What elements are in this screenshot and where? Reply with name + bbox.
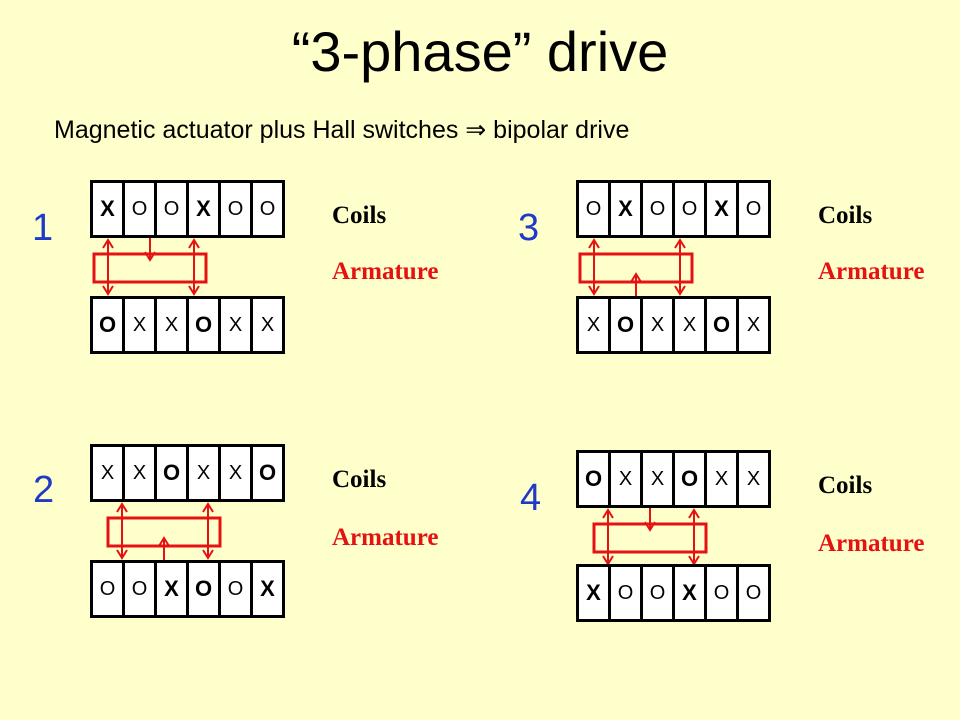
armature-diagram (106, 502, 222, 560)
coil-cell: O (579, 183, 611, 235)
arrow-head (674, 285, 686, 296)
arrow-head (202, 549, 214, 560)
armature-diagram (578, 238, 694, 296)
coil-cell: X (221, 299, 253, 351)
coil-cell: O (579, 453, 611, 505)
arrow-head (158, 536, 170, 547)
coil-cell: X (221, 447, 253, 499)
coil-cell: X (643, 453, 675, 505)
coil-cell: X (675, 567, 707, 619)
arrow-head (102, 285, 114, 296)
arrow-head (202, 502, 214, 513)
coil-cell: O (707, 299, 739, 351)
arrow-head (116, 502, 128, 513)
coils-label: Coils (818, 202, 873, 229)
coil-cell: X (125, 299, 157, 351)
panel-number: 2 (33, 469, 55, 511)
coil-cell: O (221, 563, 253, 615)
coil-cell: X (157, 299, 189, 351)
page-subtitle: Magnetic actuator plus Hall switches ⇒ b… (54, 116, 630, 144)
coil-cell: O (643, 183, 675, 235)
arrow-head (188, 285, 200, 296)
coil-cell: X (611, 183, 643, 235)
arrow-head (644, 521, 656, 532)
coil-cell: X (707, 183, 739, 235)
armature-label: Armature (818, 530, 925, 557)
coil-cell: O (643, 567, 675, 619)
coil-cell: O (675, 183, 707, 235)
coil-cell: X (643, 299, 675, 351)
coil-cell: O (675, 453, 707, 505)
coil-cell: X (93, 447, 125, 499)
arrow-head (102, 238, 114, 249)
coil-cell: X (707, 453, 739, 505)
coils-label: Coils (332, 202, 387, 229)
coil-cell: O (93, 563, 125, 615)
coil-cell: X (260, 576, 275, 601)
arrow-head (188, 238, 200, 249)
coil-cell: X (746, 314, 761, 336)
coil-cell: O (125, 183, 157, 235)
arrow-head (588, 238, 600, 249)
coil-cell: X (746, 468, 761, 490)
coil-cell: O (189, 563, 221, 615)
coils-label: Coils (332, 466, 387, 493)
coil-cell: X (260, 314, 275, 336)
arrow-head (688, 508, 700, 519)
coil-cell: O (93, 299, 125, 351)
coil-cell: O (707, 567, 739, 619)
coil-cell: X (125, 447, 157, 499)
coil-cell: O (189, 299, 221, 351)
coil-cell: O (745, 198, 762, 220)
armature-label: Armature (818, 258, 925, 285)
coil-cell: O (259, 198, 276, 220)
coil-cell: X (579, 567, 611, 619)
arrow-head (116, 549, 128, 560)
coil-cell: X (189, 183, 221, 235)
coil-cell: O (258, 460, 277, 485)
arrow-head (630, 272, 642, 283)
arrow-head (588, 285, 600, 296)
armature-diagram (592, 508, 708, 566)
panel-number: 4 (520, 477, 542, 519)
page-title: “3-phase” drive (291, 20, 669, 83)
arrow-head (674, 238, 686, 249)
coil-cell: X (189, 447, 221, 499)
coil-cell: O (221, 183, 253, 235)
coil-cell: O (157, 183, 189, 235)
armature-label: Armature (332, 524, 439, 551)
coil-cell: O (745, 582, 762, 604)
arrow-head (602, 508, 614, 519)
coil-cell: X (93, 183, 125, 235)
coil-cell: O (611, 299, 643, 351)
armature-label: Armature (332, 258, 439, 285)
coil-cell: X (579, 299, 611, 351)
coil-cell: O (611, 567, 643, 619)
panel-number: 1 (32, 207, 54, 249)
coil-cell: X (675, 299, 707, 351)
arrow-head (144, 251, 156, 262)
panel-number: 3 (518, 207, 540, 249)
coil-cell: O (157, 447, 189, 499)
armature-diagram (92, 238, 208, 296)
coil-cell: X (611, 453, 643, 505)
coils-label: Coils (818, 472, 873, 499)
coil-cell: O (125, 563, 157, 615)
coil-cell: X (157, 563, 189, 615)
